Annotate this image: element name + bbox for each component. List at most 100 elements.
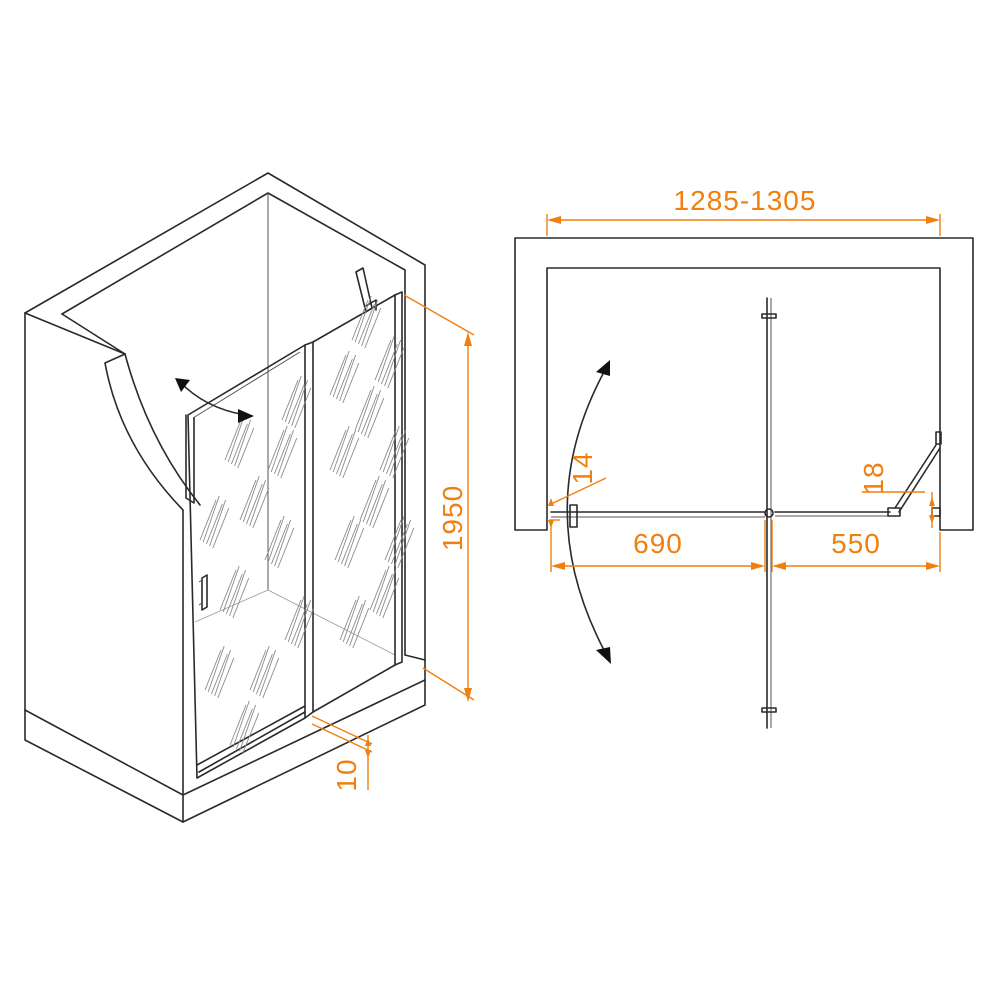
glass-hatch-stroke	[242, 712, 260, 754]
glass-hatch-stroke	[342, 437, 360, 479]
glass-hatch-stroke	[204, 649, 222, 691]
door-width-dimension: 690	[550, 520, 766, 572]
glass-hatch-stroke	[339, 354, 357, 402]
bottom-gap-label: 10	[331, 758, 362, 791]
glass-hatch-stroke	[362, 475, 380, 523]
glass-hatch-stroke	[267, 429, 285, 471]
glass-hatch-stroke	[382, 577, 400, 619]
plan-swing-arrow	[566, 360, 611, 664]
glass-hatch-stroke	[219, 569, 237, 611]
glass-hatch-stroke	[352, 607, 370, 649]
glass-hatch-stroke	[384, 339, 402, 387]
glass-hatch-stroke	[229, 704, 247, 746]
glass-hatch-stroke	[214, 649, 232, 697]
isometric-view: 1950 10	[24, 172, 475, 823]
glass-hatch-stroke	[252, 487, 270, 529]
glass-hatch-stroke	[354, 389, 372, 431]
glass-hatch-stroke	[349, 599, 367, 647]
bottom-gap-dimension: 10	[311, 715, 373, 792]
glass-hatch-stroke	[372, 565, 390, 613]
left-gap-label: 14	[567, 451, 598, 484]
glass-hatch-stroke	[212, 507, 230, 549]
glass-hatch-stroke	[274, 519, 292, 567]
glass-hatch-stroke	[225, 573, 243, 615]
glass-hatch-stroke	[397, 527, 415, 569]
glass-hatch-stroke	[357, 385, 375, 433]
glass-hatch-stroke	[377, 335, 395, 383]
glass-hatch-stroke	[374, 339, 392, 381]
glass-hatch-stroke	[297, 607, 315, 649]
glass-hatch-stroke	[345, 603, 363, 645]
glass-hatch-stroke	[294, 387, 312, 429]
left-gap-dimension: 14	[548, 451, 607, 528]
glass-hatch-stroke	[249, 649, 267, 691]
glass-hatch-stroke	[273, 433, 291, 475]
glass-hatch-stroke	[291, 379, 309, 427]
glass-hatch-stroke	[264, 519, 282, 561]
fixed-width-dimension: 550	[771, 520, 941, 572]
glass-hatch-stroke	[332, 425, 350, 473]
glass-hatch-stroke	[369, 569, 387, 611]
glass-hatch-stroke	[222, 565, 240, 613]
glass-hatch-stroke	[387, 515, 405, 563]
glass-hatch-stroke	[234, 419, 252, 467]
glass-hatch-stroke	[294, 599, 312, 647]
glass-hatch-stroke	[364, 307, 382, 349]
glass-hatch-stroke	[335, 358, 353, 400]
glass-hatch-stroke	[229, 569, 247, 617]
glass-hatch-stroke	[329, 354, 347, 396]
glass-hatch-stroke	[369, 479, 387, 527]
plan-view: 1285-1305	[514, 185, 974, 729]
glass-hatch-stroke	[227, 415, 245, 463]
glass-hatch-stroke	[394, 519, 412, 567]
glass-hatch-stroke	[249, 479, 267, 527]
glass-hatch-stroke	[199, 499, 217, 541]
glass-hatch-stroke	[287, 595, 305, 643]
glass-hatch-stroke	[262, 657, 280, 699]
glass-hatch-stroke	[235, 708, 253, 750]
glass-hatch-stroke	[242, 475, 260, 523]
fixed-width-label: 550	[831, 528, 881, 559]
width-range-label: 1285-1305	[674, 185, 817, 216]
glass-hatch-stroke	[360, 393, 378, 435]
glass-hatch-stroke	[342, 362, 360, 404]
glass-hatch-stroke	[337, 515, 355, 563]
right-gap-label: 18	[858, 461, 889, 494]
glass-hatch-stroke	[384, 519, 402, 561]
glass-hatch-stroke	[207, 645, 225, 693]
swing-arrow	[175, 378, 254, 423]
glass-hatch-stroke	[239, 704, 257, 752]
glass-hatch-stroke	[280, 437, 298, 479]
glass-hatch-stroke	[332, 350, 350, 398]
glass-hatch-stroke	[210, 653, 228, 695]
glass-hatch-stroke	[270, 523, 288, 565]
glass-hatch-stroke	[287, 383, 305, 425]
glass-hatch-stroke	[255, 653, 273, 695]
glass-hatch-stroke	[354, 295, 372, 343]
wall-niche	[24, 172, 426, 823]
width-range-dimension: 1285-1305	[546, 185, 941, 236]
glass-hatch-stroke	[202, 495, 220, 543]
glass-hatch-stroke	[281, 379, 299, 421]
glass-hatch-stroke	[380, 343, 398, 385]
glass-hatch-stroke	[217, 657, 235, 699]
glass-hatch-stroke	[209, 499, 227, 547]
glass-hatch-stroke	[367, 397, 385, 439]
glass-hatch-stroke	[290, 603, 308, 645]
glass-hatch-stroke	[379, 429, 397, 471]
glass-hatch-stroke	[390, 523, 408, 565]
height-dimension: 1950	[403, 294, 475, 702]
glass-hatch-stroke	[277, 429, 295, 477]
glass-hatch-stroke	[245, 483, 263, 525]
glass-hatch-stroke	[379, 569, 397, 617]
glass-hatch-stroke	[359, 479, 377, 521]
plan-walls	[514, 237, 974, 531]
glass-hatch-stroke	[232, 700, 250, 748]
glass-hatch-stroke	[365, 483, 383, 525]
glass-hatch-stroke	[334, 519, 352, 561]
glass-hatch-stroke	[387, 347, 405, 389]
glass-hatch-stroke	[237, 427, 255, 469]
height-label: 1950	[437, 485, 468, 551]
right-gap-dimension: 18	[858, 461, 935, 528]
open-door-line	[761, 297, 777, 729]
